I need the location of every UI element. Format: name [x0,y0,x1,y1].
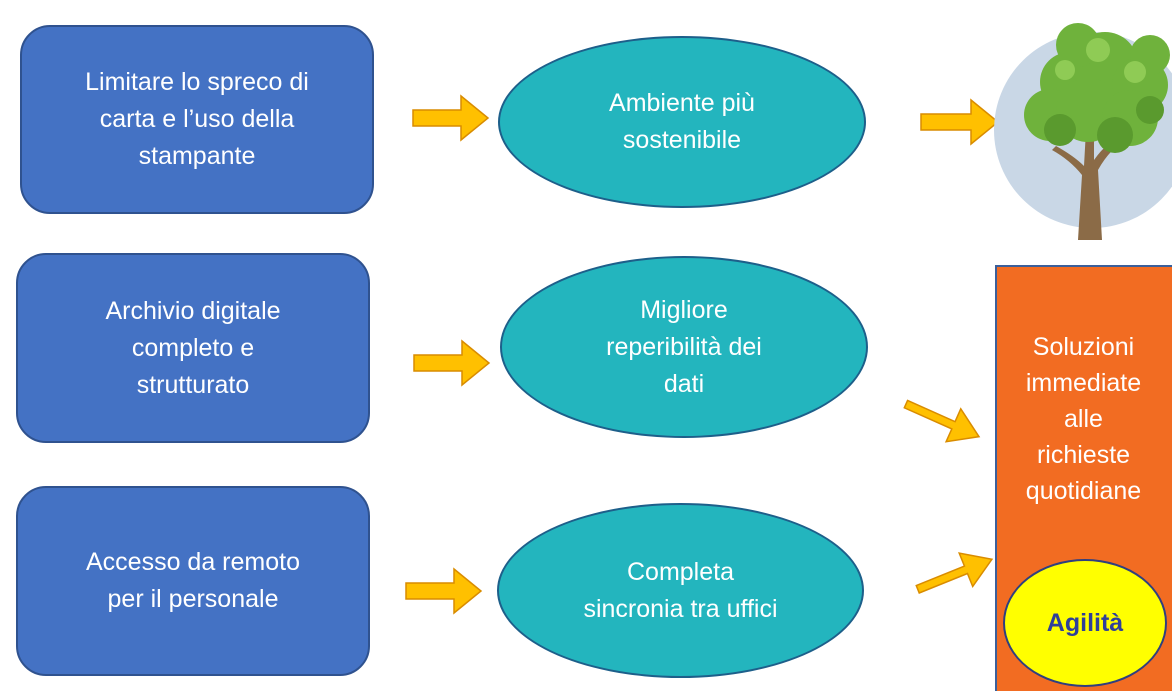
cause-label-remote: Accesso da remoto per il personale [86,548,300,613]
cause-box-paper: Limitare lo spreco di carta e l’uso dell… [20,25,374,214]
result-label: Soluzioni immediate alle richieste quoti… [1025,333,1142,505]
effect-label-sustainable: Ambiente più sostenibile [609,89,755,154]
agility-badge: Agilità [1003,559,1167,687]
cause-box-remote: Accesso da remoto per il personale [16,486,370,676]
effect-ellipse-sync: Completa sincronia tra uffici [497,503,864,678]
arrow-right-icon [405,567,483,615]
arrow-right-icon [412,94,490,142]
cause-label-paper: Limitare lo spreco di carta e l’uso dell… [85,68,309,170]
arrow-right-icon [920,98,1000,146]
tree-icon [994,23,1172,240]
arrow-down-right-icon [903,399,981,443]
arrow-up-right-icon [915,552,994,594]
arrow-right-icon [413,339,491,387]
cause-label-archive: Archivio digitale completo e strutturato [105,296,281,399]
effect-label-findability: Migliore reperibilità dei dati [606,295,762,398]
cause-box-archive: Archivio digitale completo e strutturato [16,253,370,443]
effect-ellipse-findability: Migliore reperibilità dei dati [500,256,868,438]
agility-label: Agilità [1046,608,1124,637]
effect-ellipse-sustainable: Ambiente più sostenibile [498,36,866,208]
effect-label-sync: Completa sincronia tra uffici [583,557,778,623]
